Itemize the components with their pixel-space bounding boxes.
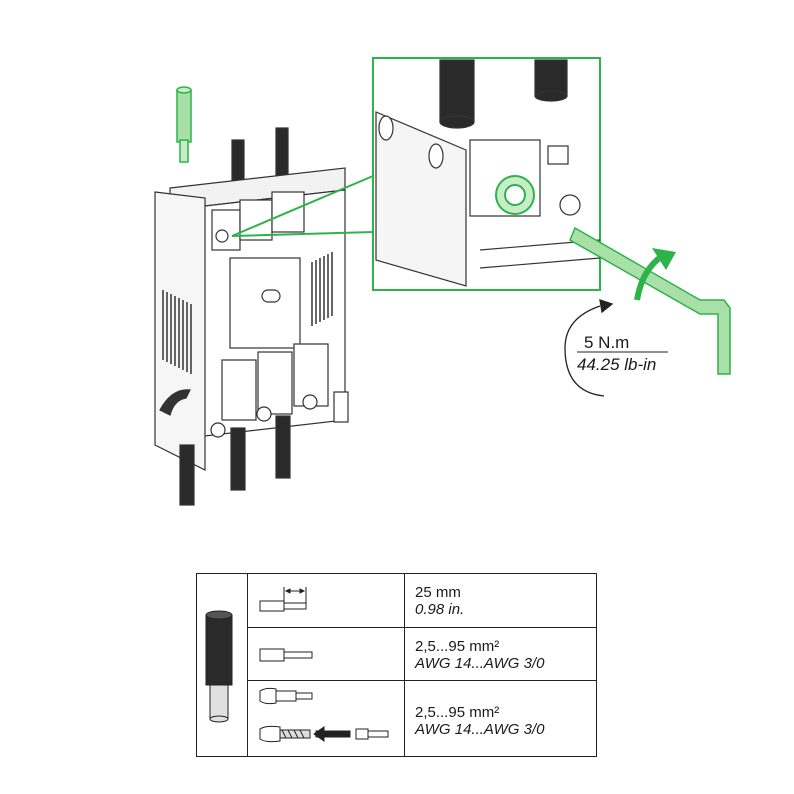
table-icons [205,587,389,743]
rotation-arrow-icon [634,248,676,301]
bare-wire-icon [259,648,313,662]
row-3-text: 2,5...95 mm² AWG 14...AWG 3/0 [415,704,545,738]
row-1-text: 25 mm 0.98 in. [415,584,464,618]
row-3-imperial: AWG 14...AWG 3/0 [415,721,545,738]
wiring-spec-table [196,573,597,757]
ferrule-crimped-icon [259,687,313,705]
torque-metric: 5 N.m [584,333,629,352]
row-2-imperial: AWG 14...AWG 3/0 [415,655,545,672]
cable-icon [205,610,233,723]
switch-body [154,127,349,506]
row-3-metric: 2,5...95 mm² [415,704,500,721]
table-divider [247,573,248,757]
row-1-imperial: 0.98 in. [415,601,465,618]
ferrule-insert-icon [259,725,389,743]
table-divider [404,573,405,757]
table-divider [247,627,597,628]
table-divider [247,680,597,681]
hex-key-icon [495,175,731,375]
zoom-detail [375,59,601,287]
row-2-metric: 2,5...95 mm² [415,638,500,655]
row-2-text: 2,5...95 mm² AWG 14...AWG 3/0 [415,638,545,672]
cable-stub-icon [176,86,192,163]
torque-arrow-icon [564,299,614,397]
installation-drawing: 5 N.m 44.25 lb-in [154,57,731,506]
strip-length-icon [259,587,307,612]
row-1-metric: 25 mm [415,584,461,601]
torque-imperial: 44.25 lb-in [577,355,656,374]
